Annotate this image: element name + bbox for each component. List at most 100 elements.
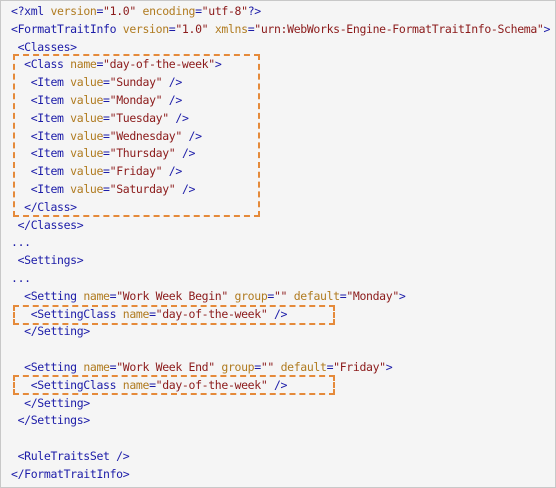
xml-tag-token: </Classes> [11, 217, 84, 232]
xml-tag-token: </Settings> [11, 413, 91, 428]
xml-tag-token: = [103, 110, 110, 125]
xml-tag-token: <RuleTraitsSet /> [11, 449, 130, 463]
xml-value-token: "Monday" [109, 93, 163, 107]
xml-tag-token: /> [175, 146, 196, 161]
xml-attribute-token: group [221, 360, 255, 374]
code-line: </Class> [11, 198, 77, 216]
xml-tag-token: </Setting> [11, 324, 90, 339]
xml-value-token: "" [260, 360, 275, 374]
xml-tag-token: = [96, 4, 104, 18]
xml-tag-token: = [103, 75, 110, 90]
xml-tag-token: ?> [247, 4, 262, 18]
xml-value-token: "1.0" [175, 21, 209, 36]
xml-attribute-token: value [70, 110, 104, 125]
xml-attribute-token: default [293, 288, 340, 303]
xml-tag-token: > [385, 360, 393, 374]
xml-tag-token: /> [181, 128, 203, 143]
xml-value-token: "Sunday" [109, 75, 163, 90]
xml-tag-token: = [103, 93, 110, 107]
xml-tag-token: = [103, 128, 110, 143]
xml-tag-token: = [168, 21, 176, 36]
code-line: <?xml version="1.0" encoding="utf-8"?> [11, 2, 261, 20]
xml-value-token: "utf-8" [201, 4, 248, 18]
xml-tag-token: = [149, 306, 156, 321]
xml-tag-token: = [339, 288, 347, 303]
xml-tag-token: = [103, 182, 110, 196]
code-line: </FormatTraitInfo> [11, 465, 130, 483]
xml-tag-token: /> [162, 164, 183, 179]
code-line: <Item value="Wednesday" /> [11, 127, 202, 145]
xml-tag-token [136, 4, 143, 18]
xml-tag-token: > [398, 288, 406, 303]
xml-attribute-token: value [70, 164, 104, 179]
xml-tag-token [274, 360, 281, 374]
xml-tag-token: <Classes> [11, 39, 78, 54]
xml-tag-token: <Item [11, 164, 71, 179]
xml-tag-token: </Class> [11, 199, 77, 214]
code-line: <Item value="Monday" /> [11, 91, 183, 109]
code-line: </Classes> [11, 216, 84, 234]
xml-value-token: "Wednesday" [109, 128, 183, 143]
code-line: <Classes> [11, 38, 78, 56]
xml-value-token: "day-of-the-week" [155, 306, 268, 321]
xml-value-token: "Monday" [346, 288, 399, 303]
code-line: <Item value="Friday" /> [11, 162, 183, 180]
xml-value-token: "day-of-the-week" [155, 377, 268, 392]
xml-attribute-token: name [70, 57, 97, 72]
xml-attribute-token: version [50, 4, 97, 18]
xml-tag-token: <Class [11, 57, 71, 72]
xml-tag-token: <Item [11, 182, 71, 196]
xml-attribute-token: value [70, 75, 104, 90]
xml-value-token: "Work Week End" [116, 360, 215, 374]
xml-value-token: "1.0" [103, 4, 136, 18]
code-line: <Item value="Sunday" /> [11, 73, 183, 91]
xml-tag-token: = [267, 288, 274, 303]
code-line: <Setting name="Work Week End" group="" d… [11, 358, 393, 376]
xml-tag-token: = [326, 360, 334, 374]
xml-tag-token [228, 289, 235, 303]
xml-tag-token: = [103, 146, 110, 161]
xml-attribute-token: version [122, 21, 169, 36]
xml-tag-token: /> [162, 93, 183, 107]
xml-attribute-token: value [70, 146, 104, 161]
xml-tag-token: > [214, 57, 222, 72]
xml-tag-token: > [543, 21, 551, 36]
xml-value-token: "urn:WebWorks-Engine-FormatTraitInfo-Sch… [254, 21, 544, 36]
xml-tag-token: = [103, 164, 110, 179]
xml-attribute-token: encoding [142, 4, 196, 18]
code-line: </Setting> [11, 394, 90, 412]
xml-attribute-token: value [70, 182, 104, 196]
xml-value-token: "Tuesday" [109, 110, 170, 125]
xml-value-token: "Friday" [109, 164, 163, 179]
xml-tag-token: = [149, 377, 156, 392]
xml-tag-token: <Settings> [11, 253, 84, 268]
xml-tag-token: <SettingClass [11, 306, 123, 321]
xml-tag-token: = [109, 360, 117, 374]
code-line: <RuleTraitsSet /> [11, 447, 130, 465]
xml-value-token: "" [273, 288, 288, 303]
xml-value-token: "Work Week Begin" [116, 288, 228, 303]
xml-tag-token: /> [168, 110, 189, 125]
code-line: <Item value="Saturday" /> [11, 180, 196, 198]
xml-tag-token: /> [162, 75, 183, 90]
xml-value-token: "Saturday" [109, 182, 176, 196]
code-line: <FormatTraitInfo version="1.0" xmlns="ur… [11, 20, 550, 38]
code-line: <SettingClass name="day-of-the-week" /> [11, 305, 288, 323]
xml-tag-token: <Item [11, 128, 71, 143]
ellipsis-text: ... [11, 271, 31, 285]
xml-tag-token: <FormatTraitInfo [11, 21, 123, 36]
xml-attribute-token: name [83, 288, 110, 303]
xml-attribute-token: name [83, 360, 110, 374]
code-line: <Item value="Thursday" /> [11, 144, 196, 162]
xml-value-token: "Thursday" [109, 146, 176, 161]
xml-tag-token: = [247, 21, 255, 36]
xml-tag-token: /> [267, 306, 288, 321]
xml-tag-token: <Item [11, 110, 71, 125]
code-line: <Setting name="Work Week Begin" group=""… [11, 287, 406, 305]
xml-attribute-token: group [234, 288, 268, 303]
xml-attribute-token: default [280, 360, 327, 374]
xml-attribute-token: name [122, 306, 150, 321]
xml-tag-token: <SettingClass [11, 377, 123, 392]
xml-tag-token: <Setting [11, 360, 84, 374]
